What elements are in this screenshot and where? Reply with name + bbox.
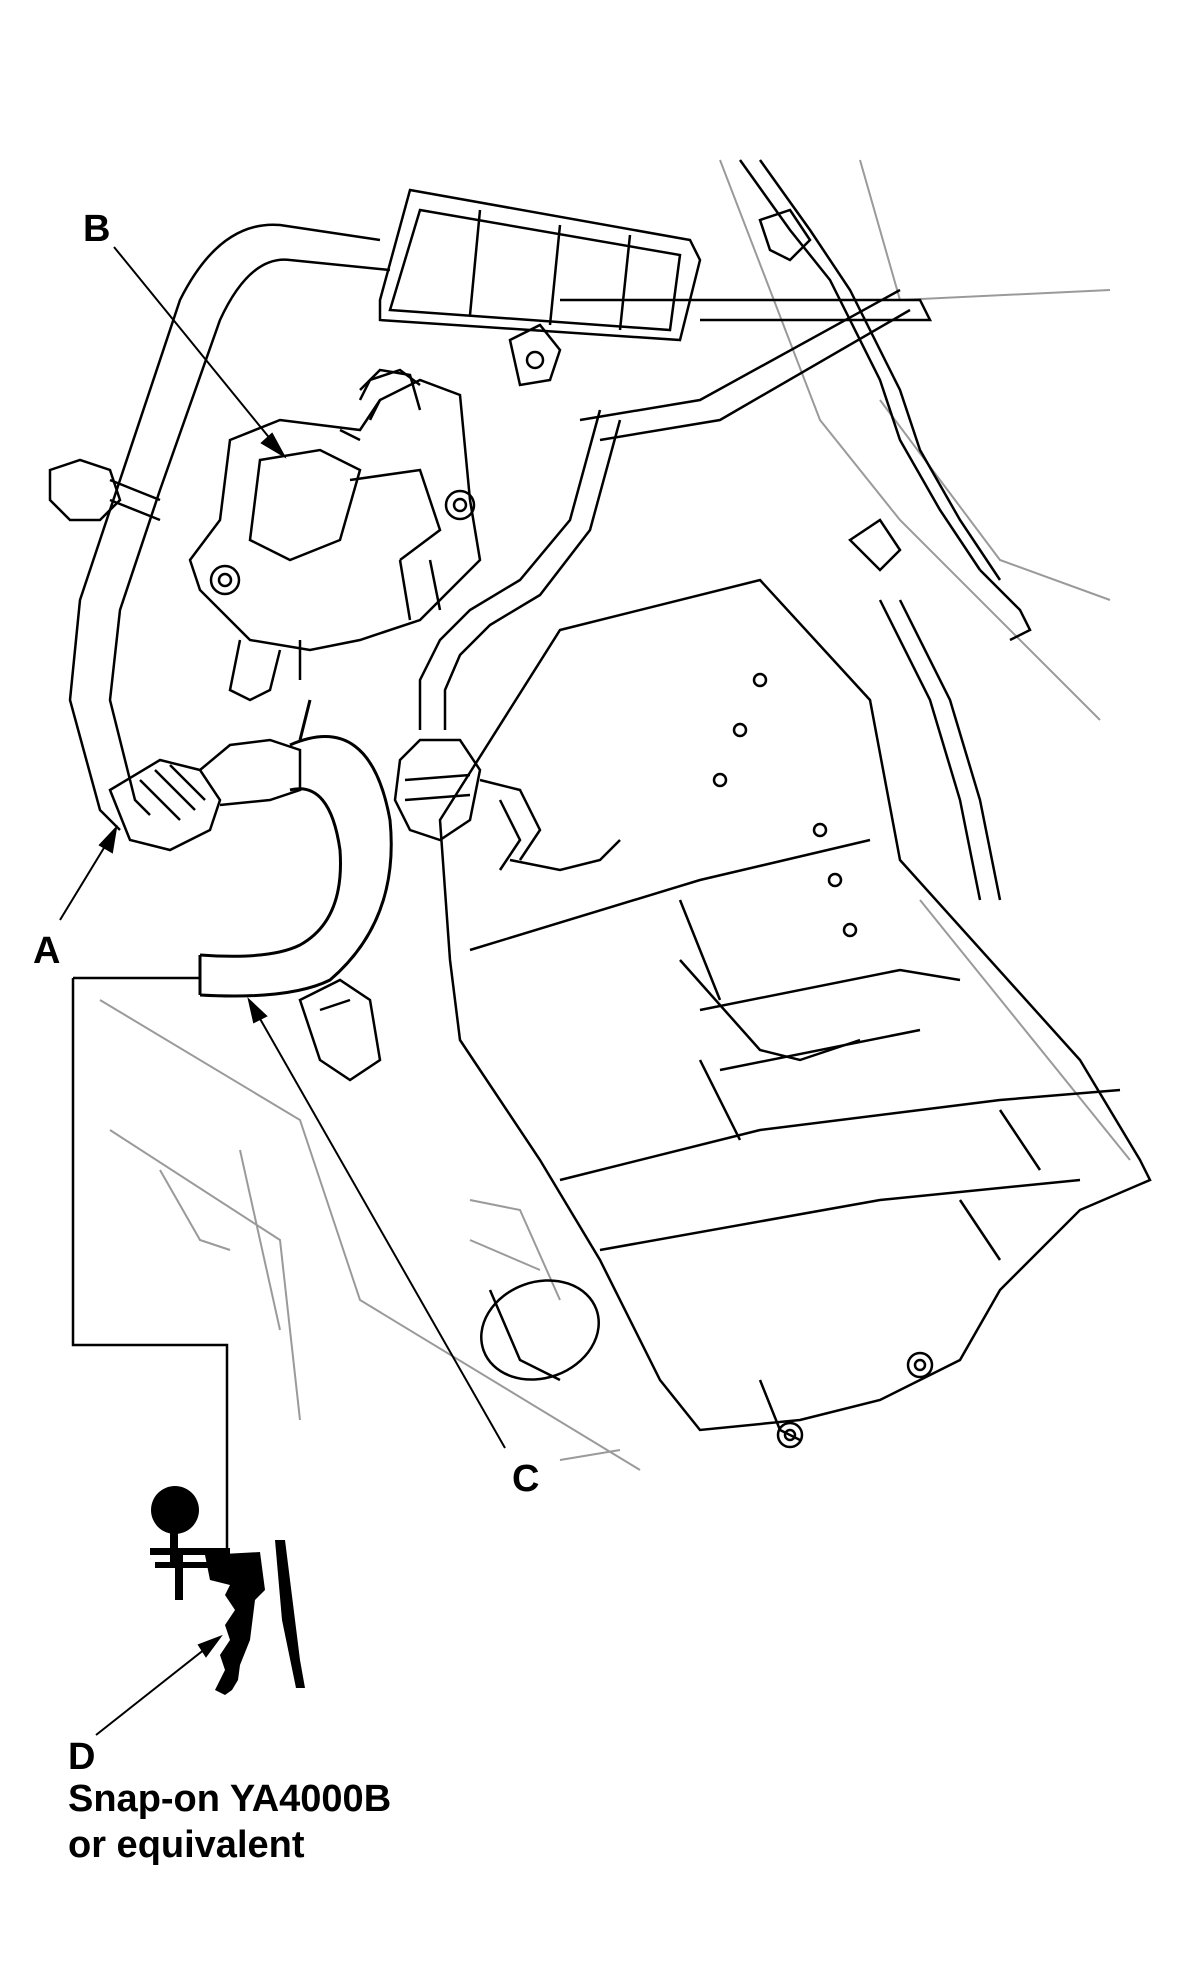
canister-hose (393, 409, 622, 872)
tool-description-line-2: or equivalent (68, 1824, 305, 1866)
hose-c (198, 699, 393, 998)
tool-description: Snap-on YA4000B or equivalent (68, 1776, 391, 1868)
hose-bracket (298, 978, 382, 1082)
hose-a-connector (108, 738, 302, 852)
callout-label-a: A (33, 930, 61, 972)
test-tube-line (71, 978, 229, 1550)
purge-valve (188, 368, 482, 702)
filler-ring (480, 1279, 600, 1382)
upper-control-box (378, 188, 702, 387)
leader-a (59, 837, 111, 921)
background-body-lines (99, 159, 1131, 1471)
arrowhead-b (260, 432, 287, 459)
leader-b (113, 246, 277, 447)
leader-d (95, 1644, 211, 1736)
evap-canister (438, 578, 1152, 1449)
gauge-icon (151, 1486, 199, 1534)
callout-label-d: D (68, 1736, 96, 1778)
leader-c (254, 1009, 506, 1449)
upper-loop-tube (68, 223, 391, 831)
arrowhead-a (98, 824, 118, 854)
right-tubes (560, 159, 1032, 901)
callout-label-b: B (83, 208, 111, 250)
callout-label-c: C (512, 1458, 540, 1500)
vacuum-pump-tool (150, 1486, 305, 1695)
leader-arrows (59, 246, 506, 1736)
arrowhead-d (197, 1634, 223, 1658)
valve-connectors (48, 368, 422, 522)
arrowhead-c (247, 997, 268, 1024)
tool-description-line-1: Snap-on YA4000B (68, 1778, 392, 1820)
